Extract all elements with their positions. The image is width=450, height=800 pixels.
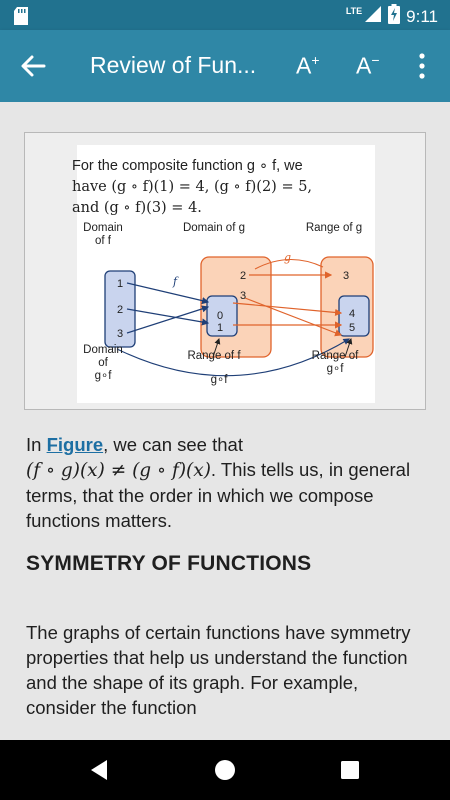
back-arrow-icon[interactable] <box>14 48 54 84</box>
range-g-value-4: 4 <box>349 308 355 320</box>
range-g-value-3: 3 <box>343 270 349 282</box>
range-f-value-0: 0 <box>217 310 223 322</box>
signal-icon <box>364 5 382 28</box>
domain-g-value-2: 2 <box>240 270 246 282</box>
label-domain-of-g: Domain of g <box>182 222 245 234</box>
range-f-value-1: 1 <box>217 322 223 334</box>
figure-link[interactable]: Figure <box>46 434 104 455</box>
domain-g-value-3: 3 <box>240 290 246 302</box>
sd-card-icon <box>12 6 30 31</box>
label-g-arrow: g <box>284 251 291 264</box>
more-vert-icon[interactable] <box>412 50 432 82</box>
nav-back-icon[interactable] <box>88 758 110 787</box>
paragraph-symmetry: The graphs of certain functions have sym… <box>26 622 411 718</box>
figure-image: 1 2 3 0 1 2 3 3 4 5 f g <box>77 145 375 403</box>
clock: 9:11 <box>406 6 438 26</box>
figure-container: 1 2 3 0 1 2 3 3 4 5 f g <box>24 132 426 410</box>
battery-charging-icon <box>388 4 401 29</box>
font-increase-button[interactable]: A+ <box>296 52 320 79</box>
label-domain-of-f: Domain of f <box>83 222 123 247</box>
network-type: LTE <box>345 5 363 16</box>
section-heading: SYMMETRY OF FUNCTIONS <box>26 552 312 575</box>
label-gof-curve: g∘f <box>210 374 228 386</box>
label-f-arrow: f <box>172 275 179 288</box>
page-title: Review of Fun... <box>90 52 257 78</box>
domain-f-value-1: 1 <box>117 278 123 290</box>
range-g-value-5: 5 <box>349 322 355 334</box>
label-range-of-g: Range of g <box>305 222 363 234</box>
app-bar: Review of Fun... A+ A− <box>0 30 450 102</box>
domain-f-value-2: 2 <box>117 304 123 316</box>
composition-inequality: (f ∘ g)(x) ≠ (g ∘ f)(x) <box>26 460 211 481</box>
composition-diagram: 1 2 3 0 1 2 3 3 4 5 f g <box>104 251 374 377</box>
label-range-of-f: Range of f <box>187 350 241 362</box>
label-range-of-gof: Range of g∘f <box>311 350 359 375</box>
status-bar: LTE 9:11 <box>0 0 450 30</box>
nav-home-icon[interactable] <box>214 759 236 786</box>
font-decrease-button[interactable]: A− <box>356 52 380 79</box>
navigation-bar <box>0 740 450 800</box>
nav-recents-icon[interactable] <box>340 760 360 785</box>
paragraph-composition: In Figure, we can see that (f ∘ g)(x) ≠ … <box>26 434 411 531</box>
label-domain-of-gof: Domain of g∘f <box>83 344 123 382</box>
domain-f-value-3: 3 <box>117 328 123 340</box>
figure-caption: For the composite function g ∘ f, we hav… <box>72 158 313 216</box>
